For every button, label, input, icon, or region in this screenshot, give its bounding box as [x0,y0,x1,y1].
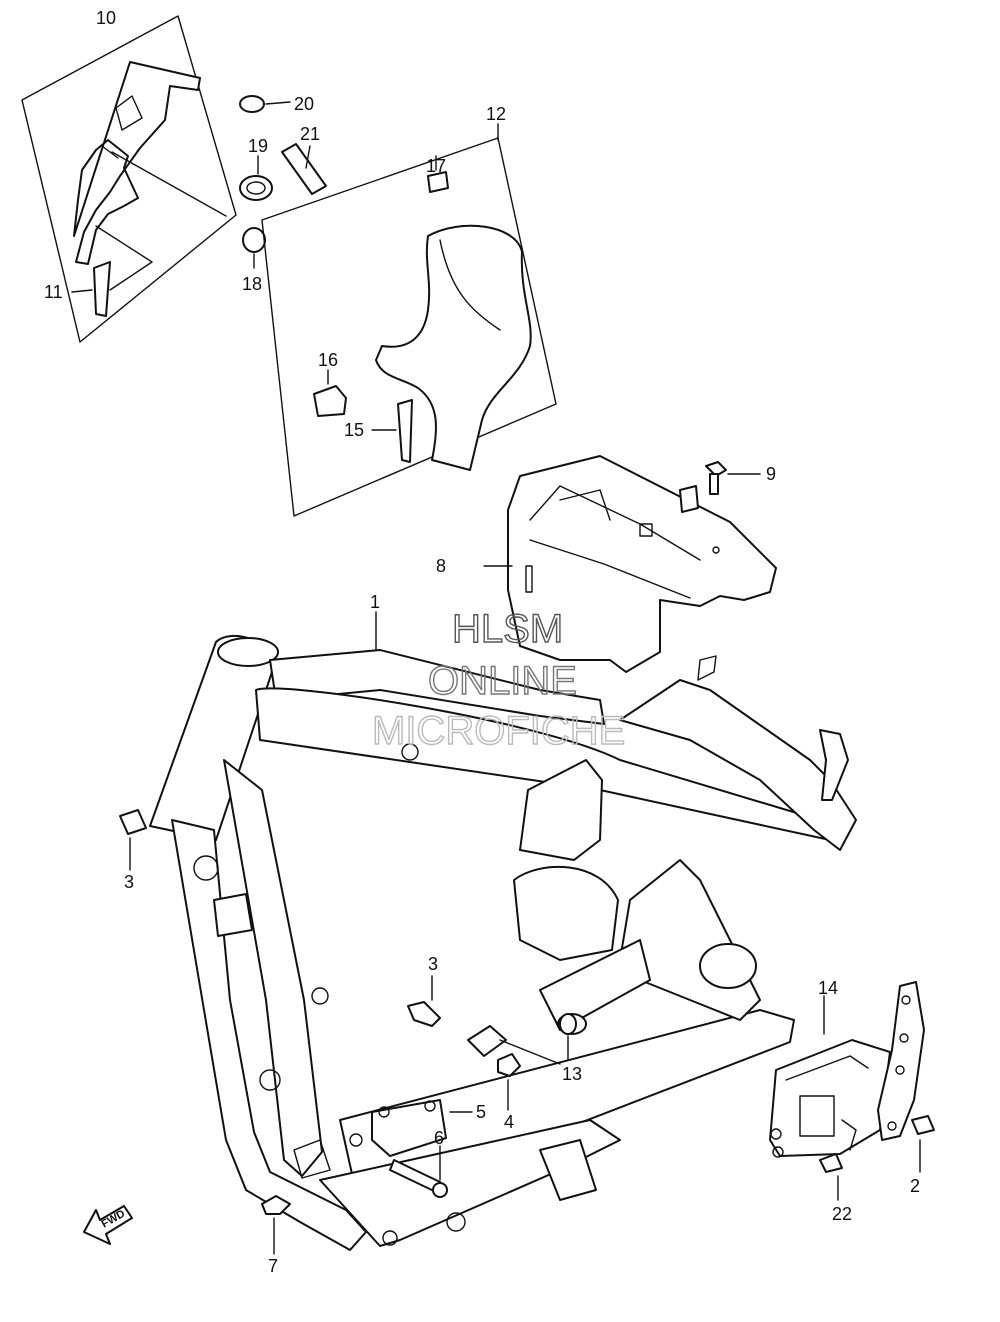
callout-19: 18 [242,274,262,294]
callout-8: 14 [818,978,838,998]
callout-labels: 10 11 20 21 19 18 12 17 16 15 9 8 1 3 3 … [44,8,920,1276]
callout-17: 16 [318,350,338,370]
part-8-bracket [769,981,935,1201]
callout-14: 11 [44,282,63,302]
callout-21: 20 [294,94,314,114]
callout-22: 21 [300,124,320,144]
callout-20: 19 [248,136,268,156]
callout-18: 17 [426,156,446,176]
callout-4: 4 [504,1112,514,1132]
watermark-line2: ONLINE [428,659,577,703]
callout-10: 2 [910,1176,920,1196]
watermark-line1: HLSM [452,607,563,651]
callout-6: 6 [434,1128,444,1148]
callout-16: 15 [344,420,364,440]
callout-11: 8 [436,556,446,576]
watermark-line3: MICROFICHE [372,709,625,753]
part-group-15 [261,123,557,517]
part-11-holder [483,455,777,673]
hardware-parts [119,809,577,1255]
callout-2: 7 [268,1256,278,1276]
callout-15: 12 [486,104,506,124]
callout-7: 13 [562,1064,582,1084]
callout-12: 9 [766,464,776,484]
fwd-arrow: FWD [83,1205,133,1245]
callout-1: 1 [370,592,380,612]
part-group-13 [21,15,237,343]
callout-5: 5 [476,1102,486,1122]
callout-13: 10 [96,8,116,28]
watermark: HLSM ONLINE MICROFICHE [371,606,626,753]
callout-9: 22 [832,1204,852,1224]
grommet-parts [239,95,327,269]
main-frame [149,611,857,1251]
callout-3-lower: 3 [428,954,438,974]
callout-3-upper: 3 [124,872,134,892]
